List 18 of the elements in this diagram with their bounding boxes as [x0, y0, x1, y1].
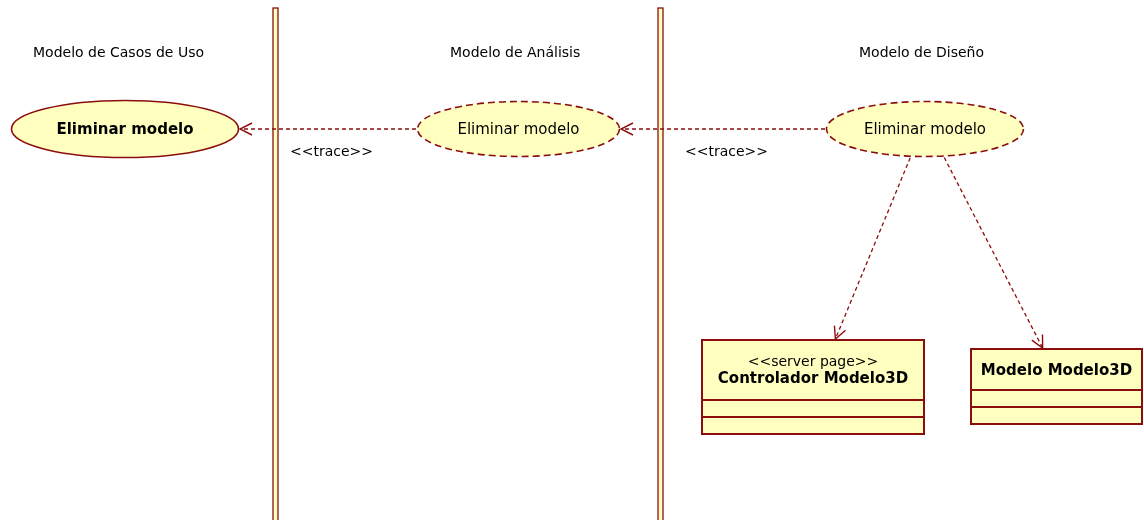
use-case-name: Eliminar modelo [863, 120, 987, 138]
dependency-arrow [943, 156, 1044, 349]
use-case-ellipse [10, 99, 240, 159]
swimlane-heading: Modelo de Diseño [859, 44, 984, 60]
use-case-name: Eliminar modelo [457, 120, 580, 138]
class-box [701, 339, 925, 435]
dependency-arrow [620, 122, 826, 136]
dependency-arrow [833, 157, 911, 340]
stereotype-label: <<server page>> [747, 353, 879, 369]
use-case-realization-ellipse [825, 100, 1025, 158]
swimlane-heading: Modelo de Casos de Uso [33, 44, 204, 60]
class-box [970, 348, 1143, 425]
swimlane-heading: Modelo de Análisis [450, 44, 581, 60]
class-name: Modelo Modelo3D [980, 360, 1133, 379]
dependency-arrow [239, 122, 417, 136]
use-case-realization-ellipse [416, 100, 621, 158]
use-case-name: Eliminar modelo [56, 120, 194, 138]
class-name: Controlador Modelo3D [717, 369, 909, 387]
